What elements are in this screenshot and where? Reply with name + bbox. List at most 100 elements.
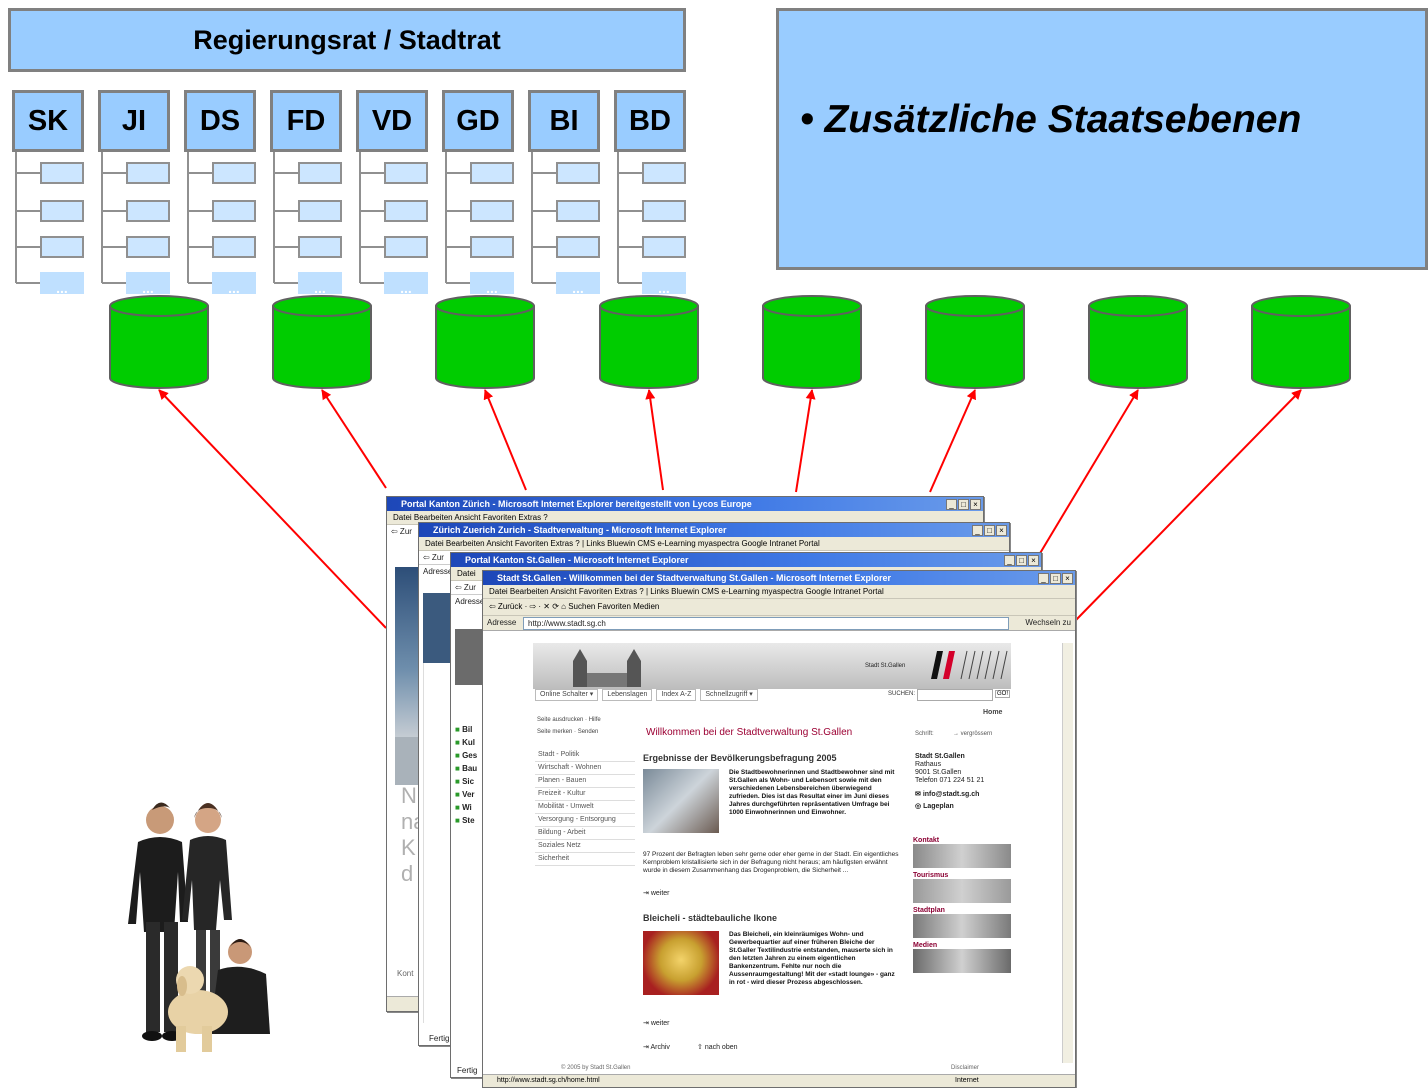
side-section[interactable]: Tourismus (913, 872, 1011, 903)
site-nav-tab[interactable]: Schnellzugriff ▾ (700, 689, 758, 701)
scrollbar[interactable] (1062, 643, 1073, 1063)
contact-email[interactable]: ✉ info@stadt.sg.ch (915, 791, 980, 798)
article1-more[interactable]: ⇥ weiter (643, 890, 670, 897)
menu-bar[interactable]: Datei Bearbeiten Ansicht Favoriten Extra… (483, 585, 1075, 599)
maximize-button[interactable]: □ (958, 499, 969, 510)
side-section[interactable]: Kontakt (913, 837, 1011, 868)
site-nav-item-label: Bau (462, 764, 478, 773)
archive-link[interactable]: ⇥ Archiv (643, 1044, 670, 1051)
archive-label[interactable]: Archiv (650, 1044, 670, 1051)
sub-unit-box (470, 200, 514, 222)
site-nav-item[interactable]: ■ Bau (455, 764, 478, 773)
status-text: Fertig (429, 1034, 450, 1043)
search-go-button[interactable]: GO! (995, 690, 1011, 698)
side-section[interactable]: Medien (913, 942, 1011, 973)
department-label: VD (371, 104, 413, 137)
sub-unit-more: ... (212, 272, 256, 295)
nav-back[interactable]: ⇦ Zur (391, 527, 412, 536)
department-bd: BD (614, 90, 686, 152)
contact-map-text[interactable]: Lageplan (923, 803, 954, 810)
side-menu-item[interactable]: Sicherheit (535, 853, 635, 866)
nav-back[interactable]: ⇦ Zur (423, 553, 444, 562)
site-nav-tab[interactable]: Online Schalter ▾ (535, 689, 599, 701)
department-ds: DS (184, 90, 256, 152)
site-nav-item[interactable]: ■ Ver (455, 790, 475, 799)
side-menu-item[interactable]: Mobilität - Umwelt (535, 801, 635, 814)
site-logo-text: Stadt St.Gallen (865, 663, 906, 669)
minimize-button[interactable]: _ (946, 499, 957, 510)
close-button[interactable]: × (1062, 573, 1073, 584)
site-nav-item[interactable]: ■ Wi (455, 803, 472, 812)
toolbar[interactable]: ⇦ Zurück · ⇨ · ✕ ⟳ ⌂ Suchen Favoriten Me… (483, 599, 1075, 616)
top-label[interactable]: nach oben (704, 1044, 738, 1051)
side-menu-item[interactable]: Planen - Bauen (535, 775, 635, 788)
article2-more[interactable]: ⇥ weiter (643, 1020, 670, 1027)
maximize-button[interactable]: □ (984, 525, 995, 536)
go-button[interactable]: Wechseln zu (1025, 618, 1071, 627)
side-section-title: Kontakt (913, 837, 940, 844)
department-fd: FD (270, 90, 342, 152)
site-header: Stadt St.Gallen (533, 643, 1011, 689)
site-nav-item[interactable]: ■ Sic (455, 777, 475, 786)
site-nav-tab[interactable]: Lebenslagen (602, 689, 653, 701)
side-menu-item[interactable]: Versorgung - Entsorgung (535, 814, 635, 827)
article2-more-label[interactable]: weiter (650, 1020, 670, 1027)
disclaimer-link[interactable]: Disclaimer (951, 1065, 980, 1071)
site-nav-tab[interactable]: Index A-Z (656, 689, 697, 701)
sub-unit-box (298, 200, 342, 222)
article1-more-label[interactable]: weiter (650, 890, 670, 897)
home-link[interactable]: Home (983, 709, 1003, 716)
close-button[interactable]: × (1028, 555, 1039, 566)
close-button[interactable]: × (970, 499, 981, 510)
sub-unit-box (40, 200, 84, 222)
contact-box: Stadt St.Gallen Rathaus 9001 St.Gallen T… (915, 753, 1011, 811)
close-button[interactable]: × (996, 525, 1007, 536)
nav-back[interactable]: ⇦ Zur (455, 583, 476, 592)
minimize-button[interactable]: _ (1038, 573, 1049, 584)
site-nav-item[interactable]: ■ Kul (455, 738, 475, 747)
side-menu-item[interactable]: Bildung - Arbeit (535, 827, 635, 840)
minimize-button[interactable]: _ (972, 525, 983, 536)
side-menu-item[interactable]: Wirtschaft - Wohnen (535, 762, 635, 775)
database-icon (109, 306, 209, 389)
top-link[interactable]: ⇧ nach oben (697, 1044, 738, 1051)
side-menu-item[interactable]: Soziales Netz (535, 840, 635, 853)
department-label: FD (286, 104, 326, 137)
contact-map[interactable]: ◎ Lageplan (915, 803, 954, 810)
help-link[interactable]: Hilfe (588, 717, 601, 723)
print-link[interactable]: Seite ausdrucken (537, 717, 584, 723)
side-menu-item[interactable]: Freizeit - Kultur (535, 788, 635, 801)
cathedral-image (573, 649, 641, 687)
maximize-button[interactable]: □ (1016, 555, 1027, 566)
department-vd: VD (356, 90, 428, 152)
department-sk: SK (12, 90, 84, 152)
contact-email-text[interactable]: info@stadt.sg.ch (922, 791, 980, 798)
site-nav-item[interactable]: ■ Ges (455, 751, 478, 760)
article1-heading[interactable]: Ergebnisse der Bevölkerungsbefragung 200… (643, 753, 837, 763)
address-label: Adresse (487, 618, 517, 627)
article2-heading[interactable]: Bleicheli - städtebauliche Ikone (643, 913, 778, 923)
address-input[interactable]: http://www.stadt.sg.ch (523, 617, 1009, 630)
site-nav-item[interactable]: ■ Bil (455, 725, 473, 734)
bookmark-link[interactable]: Seite merken (537, 729, 573, 735)
side-section[interactable]: Stadtplan (913, 907, 1011, 938)
site-nav-item[interactable]: ■ Ste (455, 816, 475, 825)
font-size-enlarge[interactable]: → vergrössern (953, 731, 993, 737)
menu-bar[interactable]: Datei Bearbeiten Ansicht Favoriten Extra… (419, 537, 1009, 551)
sub-unit-box (298, 162, 342, 184)
minimize-button[interactable]: _ (1004, 555, 1015, 566)
department-bi: BI (528, 90, 600, 152)
info-box (776, 8, 1428, 270)
department-label: BI (549, 104, 579, 137)
arrow (1075, 389, 1302, 621)
maximize-button[interactable]: □ (1050, 573, 1061, 584)
site-nav-item-label: Bil (462, 725, 473, 734)
send-link[interactable]: Senden (577, 729, 599, 735)
database-top (1251, 295, 1351, 317)
search-input[interactable] (917, 689, 993, 701)
department-label: DS (199, 104, 241, 137)
article2-image (643, 931, 719, 995)
database-icon (925, 306, 1025, 389)
side-menu-item[interactable]: Stadt - Politik (535, 749, 635, 762)
